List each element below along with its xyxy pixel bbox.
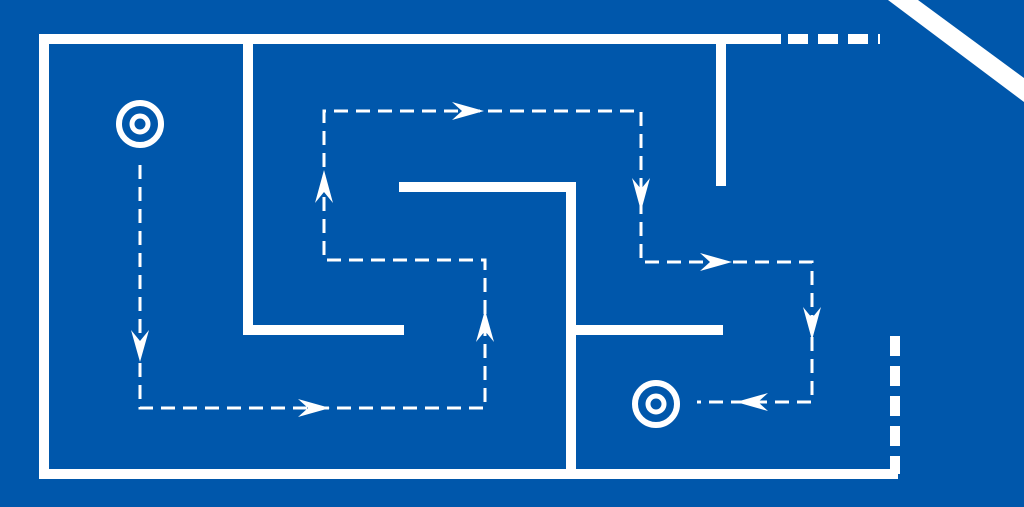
outer-wall (39, 34, 898, 479)
maze-walls (39, 34, 900, 479)
arrow-right-icon (298, 399, 330, 417)
arrow-down-icon (803, 307, 821, 340)
corner-diagonal (888, 0, 1024, 102)
route-path (138, 109, 814, 410)
start-marker (116, 100, 164, 148)
end-outer-ring (632, 380, 680, 428)
arrow-down-icon (632, 178, 650, 211)
inner-wall-left (243, 39, 404, 335)
direction-arrows (131, 102, 821, 417)
arrow-up-icon (315, 170, 333, 203)
arrow-right-icon (700, 253, 732, 271)
arrow-down-icon (131, 330, 149, 362)
start-inner-dot (129, 113, 151, 135)
inner-wall-center (399, 182, 576, 474)
arrow-up-icon (476, 310, 494, 342)
end-marker (632, 380, 680, 428)
arrow-right-icon (452, 102, 484, 120)
end-inner-dot (645, 393, 667, 415)
arrow-left-icon (736, 393, 768, 411)
start-outer-ring (116, 100, 164, 148)
